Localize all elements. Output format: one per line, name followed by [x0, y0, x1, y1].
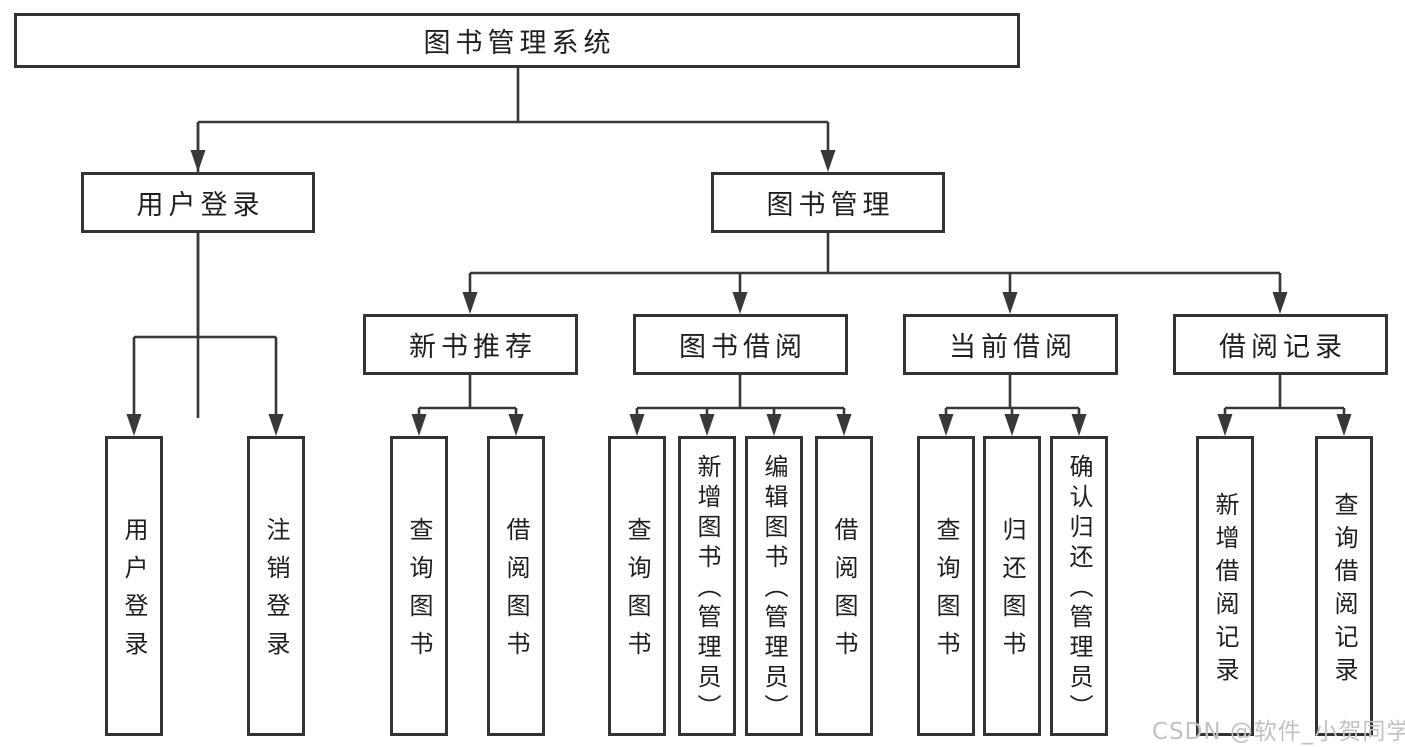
- csdn-watermark: CSDN @软件_小贺同学: [1152, 719, 1405, 745]
- node-user-login: 用户登录: [81, 172, 315, 233]
- node-label: 新书推荐: [409, 332, 537, 363]
- leaf-user-login: 用户登录: [105, 436, 163, 736]
- connector-root-to-level2: [190, 68, 836, 418]
- node-label: 借阅记录: [1219, 332, 1347, 363]
- leaf-borrow-edit-books-admin: 编辑图书（管理员）: [745, 436, 803, 736]
- leaf-borrow-borrow-books: 借阅图书: [815, 436, 873, 736]
- node-label: 图书借阅: [679, 332, 807, 363]
- node-label: 借阅图书: [502, 517, 530, 669]
- node-borrow-records: 借阅记录: [1173, 314, 1388, 375]
- node-label: 注销登录: [262, 517, 290, 669]
- node-current-borrow: 当前借阅: [903, 314, 1118, 375]
- node-label: 借阅图书: [830, 517, 858, 669]
- node-label: 新增图书（管理员）: [693, 454, 721, 724]
- node-label: 图书管理: [766, 190, 895, 221]
- connector-book-management-to-level3: [462, 233, 1288, 314]
- node-label: 用户登录: [136, 190, 265, 221]
- leaf-borrow-add-books-admin: 新增图书（管理员）: [678, 436, 736, 736]
- node-label: 确认归还（管理员）: [1065, 454, 1093, 724]
- node-label: 图书管理系统: [423, 28, 616, 59]
- connector-book-borrow-to-leaves: [629, 375, 852, 436]
- node-label: 查询借阅记录: [1330, 491, 1358, 690]
- node-label: 新增借阅记录: [1211, 491, 1239, 690]
- leaf-current-confirm-return-admin: 确认归还（管理员）: [1050, 436, 1108, 736]
- node-new-book-recommend: 新书推荐: [363, 314, 578, 375]
- leaf-current-query-books: 查询图书: [917, 436, 975, 736]
- node-label: 查询图书: [405, 517, 433, 669]
- node-book-borrow: 图书借阅: [633, 314, 848, 375]
- connector-user-login-to-leaves: [126, 233, 284, 436]
- node-label: 查询图书: [932, 517, 960, 669]
- connector-current-borrow-to-leaves: [938, 375, 1087, 436]
- leaf-records-add-borrow-record: 新增借阅记录: [1196, 436, 1254, 736]
- node-label: 编辑图书（管理员）: [760, 454, 788, 724]
- leaf-borrow-query-books: 查询图书: [608, 436, 666, 736]
- connector-borrow-records-to-leaves: [1217, 375, 1352, 436]
- node-label: 当前借阅: [949, 332, 1077, 363]
- leaf-records-query-borrow-record: 查询借阅记录: [1315, 436, 1373, 736]
- node-label: 用户登录: [120, 517, 148, 669]
- leaf-current-return-books: 归还图书: [983, 436, 1041, 736]
- node-root-library-management-system: 图书管理系统: [14, 13, 1020, 68]
- leaf-recommend-query-books: 查询图书: [390, 436, 448, 736]
- leaf-logout-login: 注销登录: [247, 436, 305, 736]
- node-label: 查询图书: [623, 517, 651, 669]
- node-book-management: 图书管理: [711, 172, 945, 233]
- node-label: 归还图书: [998, 517, 1026, 669]
- connector-new-book-recommend-to-leaves: [411, 375, 524, 436]
- leaf-recommend-borrow-books: 借阅图书: [487, 436, 545, 736]
